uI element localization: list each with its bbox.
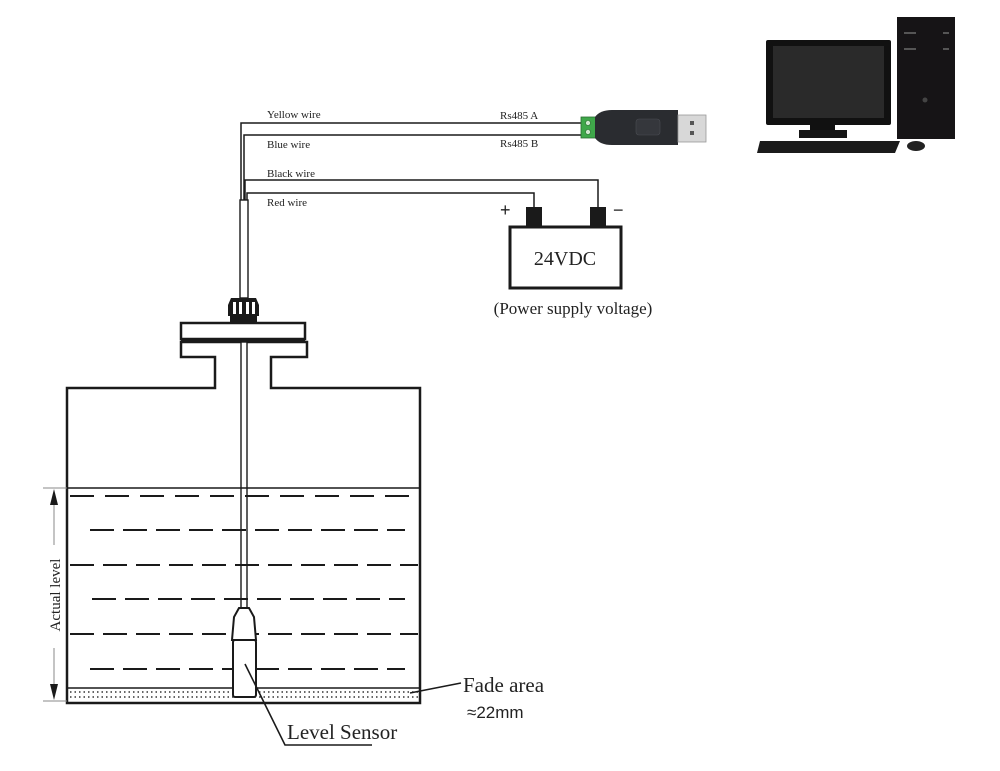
red-wire-label: Red wire [267,197,307,209]
yellow-wire-label: Yellow wire [267,109,321,121]
blue-wire-label: Blue wire [267,139,310,151]
voltage-label: 24VDC [534,248,596,270]
black-wire-label: Black wire [267,168,315,180]
negative-sign: − [613,200,624,220]
power-caption: (Power supply voltage) [494,299,653,318]
computer-icon [757,17,955,153]
fade-area-value: ≈22mm [467,703,524,722]
rs485-b-label: Rs485 B [500,138,538,150]
red-wire [246,192,535,210]
actual-level-arrow [43,487,67,702]
cable-gland-icon [228,298,259,322]
callout-lines [244,663,462,746]
usb-rs485-converter-icon [580,110,707,145]
fade-area-label: Fade area [463,673,545,697]
rs485-a-label: Rs485 A [500,110,538,122]
blue-wire [243,134,585,200]
wires [240,122,599,210]
positive-sign: + [500,200,511,220]
level-sensor-icon [230,607,258,698]
cable-inside-tank [240,341,248,609]
power-supply [508,207,623,290]
black-wire [244,179,599,210]
yellow-wire [240,122,585,200]
level-sensor-label: Level Sensor [287,720,397,744]
actual-level-label: Actual level [48,559,64,632]
